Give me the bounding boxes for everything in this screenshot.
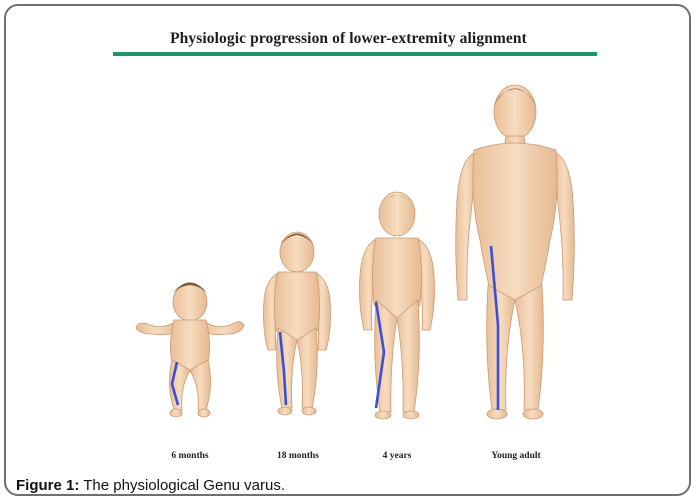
caption-prefix: Figure 1: xyxy=(16,477,79,494)
figure-young-adult xyxy=(456,85,575,419)
stage-label-18-months: 18 months xyxy=(253,451,343,461)
figure-18-months xyxy=(264,232,331,415)
figure-caption: Figure 1: The physiological Genu varus. xyxy=(16,477,285,494)
stage-label-6-months: 6 months xyxy=(145,451,235,461)
caption-text: The physiological Genu varus. xyxy=(79,477,285,494)
figure-6-months xyxy=(136,283,244,418)
figure-4-years xyxy=(360,192,435,419)
stage-label-4-years: 4 years xyxy=(352,451,442,461)
stage-label-young-adult: Young adult xyxy=(471,451,561,461)
